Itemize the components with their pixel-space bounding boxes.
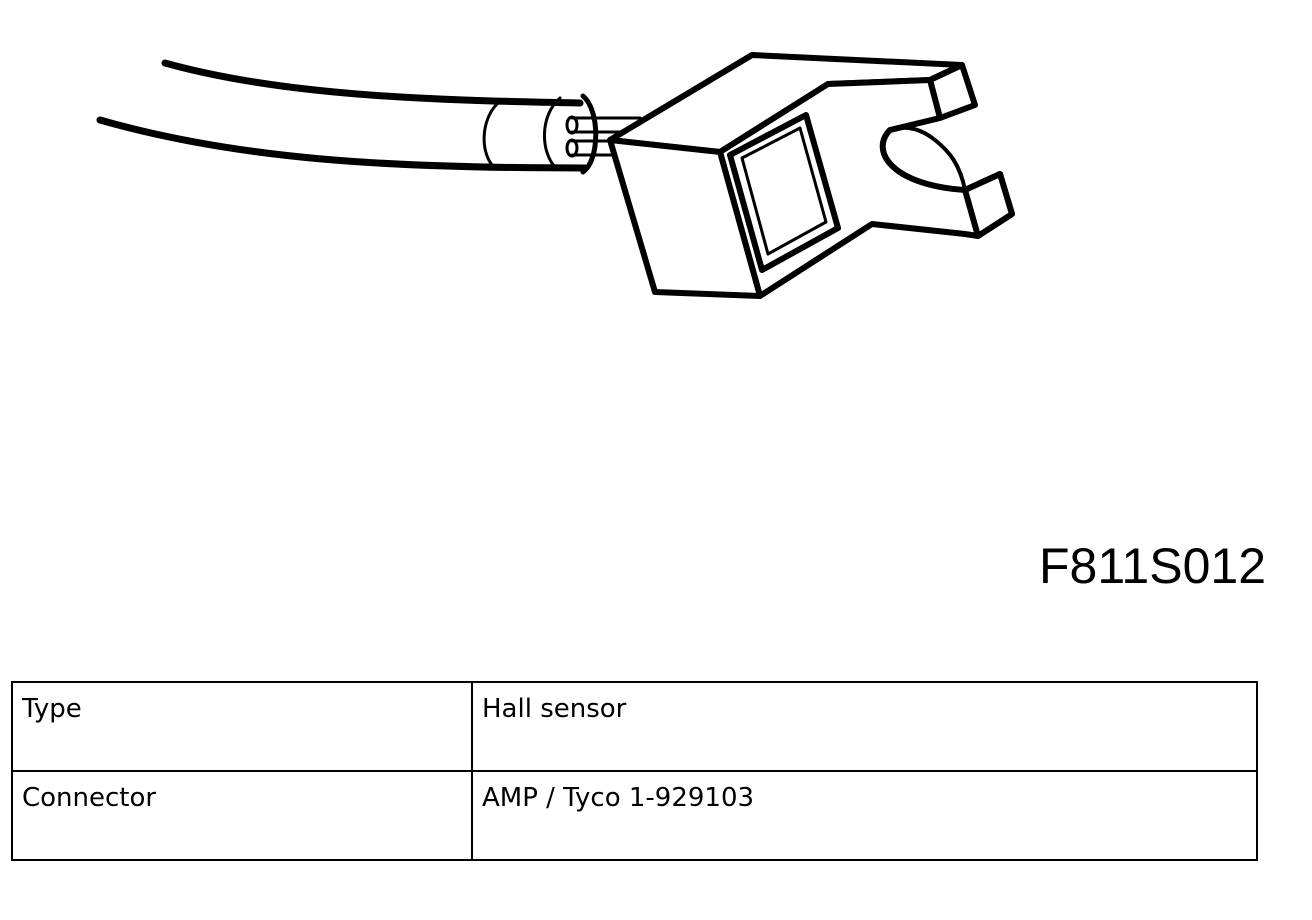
spec-table: Type Hall sensor Connector AMP / Tyco 1-… xyxy=(11,681,1258,861)
row-label-type: Type xyxy=(11,681,473,772)
table-row: Type Hall sensor xyxy=(11,681,1258,772)
figure-code: F811S012 xyxy=(1038,538,1266,594)
row-label-connector: Connector xyxy=(11,770,473,861)
table-row: Connector AMP / Tyco 1-929103 xyxy=(11,770,1258,861)
row-value-type: Hall sensor xyxy=(471,681,1258,772)
row-value-connector: AMP / Tyco 1-929103 xyxy=(471,770,1258,861)
hall-sensor-illustration xyxy=(96,52,1015,299)
